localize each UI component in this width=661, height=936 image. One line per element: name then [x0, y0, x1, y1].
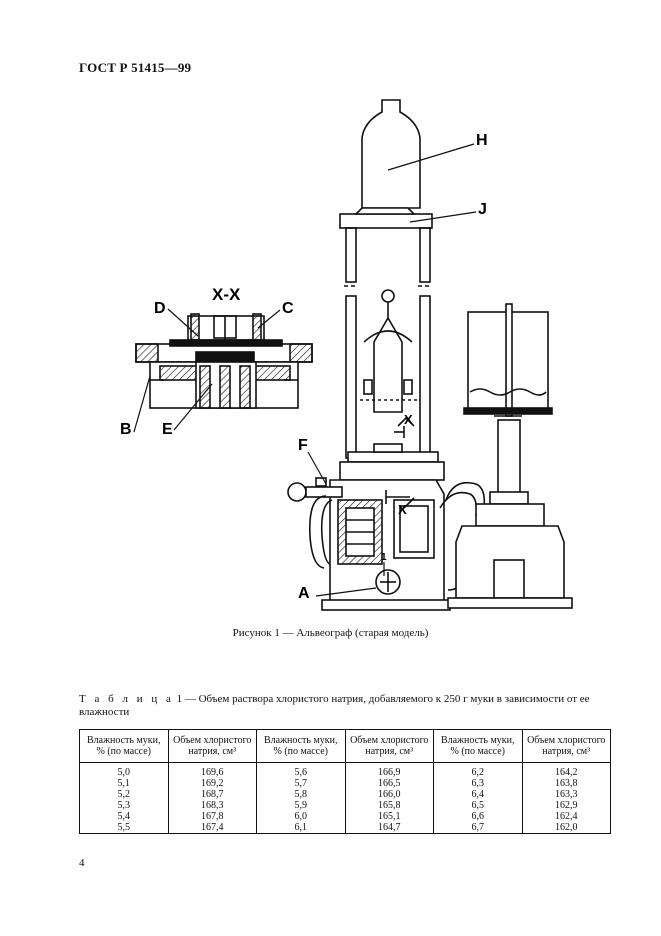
table-cell: 5,6 [256, 762, 346, 778]
label-d: D [154, 300, 166, 317]
table-cell: 5,7 [256, 778, 346, 789]
table-cell: 5,8 [256, 789, 346, 800]
label-section-xx: X-X [212, 285, 241, 304]
alveograph-body [287, 99, 573, 611]
label-e: E [162, 421, 173, 438]
table-number: 1 [176, 693, 183, 705]
table-cell: 6,3 [433, 778, 523, 789]
label-a: A [298, 585, 310, 602]
header-cell: Объем хлористого натрия, см³ [344, 729, 434, 763]
table-cell: 162,4 [521, 811, 611, 822]
table-cell: 162,0 [521, 822, 611, 834]
table-cell: 6,0 [256, 811, 346, 822]
table-cell: 6,1 [256, 822, 346, 834]
table-cell: 5,2 [79, 789, 169, 800]
table-cell: 5,4 [79, 811, 169, 822]
table-title: Т а б л и ц а 1 — Объем раствора хлорист… [79, 693, 599, 719]
table-cell: 169,2 [167, 778, 257, 789]
header-cell: Объем хлористого натрия, см³ [167, 729, 257, 763]
page-number: 4 [79, 857, 85, 869]
header-cell: Объем хлористого натрия, см³ [521, 729, 611, 763]
table-cell: 6,4 [433, 789, 523, 800]
table-cell: 166,0 [344, 789, 434, 800]
label-h: H [476, 132, 488, 149]
table-cell: 162,9 [521, 800, 611, 811]
table-cell: 164,7 [344, 822, 434, 834]
header-cell: Влажность муки, % (по массе) [79, 729, 169, 763]
table-cell: 6,7 [433, 822, 523, 834]
label-b: B [120, 421, 132, 438]
label-f: F [298, 437, 308, 454]
table-cell: 163,3 [521, 789, 611, 800]
table-cell: 165,1 [344, 811, 434, 822]
table-cell: 166,5 [344, 778, 434, 789]
table-header-row: Влажность муки, % (по массе) Объем хлори… [79, 729, 611, 763]
label-x-upper: X [404, 412, 413, 427]
table-cell: 6,2 [433, 762, 523, 778]
table-row: 5,0 169,6 5,6 166,9 6,2 164,2 [79, 762, 611, 778]
header-cell: Влажность муки, % (по массе) [256, 729, 346, 763]
label-c: C [282, 300, 294, 317]
table-cell: 5,1 [79, 778, 169, 789]
table-cell: 166,9 [344, 762, 434, 778]
table-cell: 163,8 [521, 778, 611, 789]
table-row: 5,2 168,7 5,8 166,0 6,4 163,3 [79, 789, 611, 800]
document-header: ГОСТ Р 51415—99 [79, 60, 192, 75]
table-cell: 5,3 [79, 800, 169, 811]
table-cell: 5,5 [79, 822, 169, 834]
table-cell: 167,4 [167, 822, 257, 834]
table-cell: 167,8 [167, 811, 257, 822]
table-cell: 165,8 [344, 800, 434, 811]
label-one: 1 [381, 552, 387, 563]
table-cell: 6,6 [433, 811, 523, 822]
label-x-lower: X [398, 502, 407, 517]
table-cell: 168,3 [167, 800, 257, 811]
table-title-text: — Объем раствора хлористого натрия, доба… [79, 693, 590, 718]
table-cell: 169,6 [167, 762, 257, 778]
figure-caption: Рисунок 1 — Альвеограф (старая модель) [232, 627, 429, 639]
data-table: Влажность муки, % (по массе) Объем хлори… [79, 729, 611, 834]
table-cell: 5,0 [79, 762, 169, 778]
table-cell: 168,7 [167, 789, 257, 800]
label-j: J [478, 201, 487, 218]
table-row: 5,3 168,3 5,9 165,8 6,5 162,9 [79, 800, 611, 811]
table-row: 5,4 167,8 6,0 165,1 6,6 162,4 [79, 811, 611, 822]
table-cell: 164,2 [521, 762, 611, 778]
header-cell: Влажность муки, % (по массе) [433, 729, 523, 763]
section-detail [133, 308, 313, 433]
alveograph-figure: X-X D C B E H J F A X X 1 [120, 99, 573, 611]
table-cell: 5,9 [256, 800, 346, 811]
table-label: Т а б л и ц а [79, 693, 174, 705]
table-row: 5,1 169,2 5,7 166,5 6,3 163,8 [79, 778, 611, 789]
table-row: 5,5 167,4 6,1 164,7 6,7 162,0 [79, 822, 611, 834]
table-cell: 6,5 [433, 800, 523, 811]
